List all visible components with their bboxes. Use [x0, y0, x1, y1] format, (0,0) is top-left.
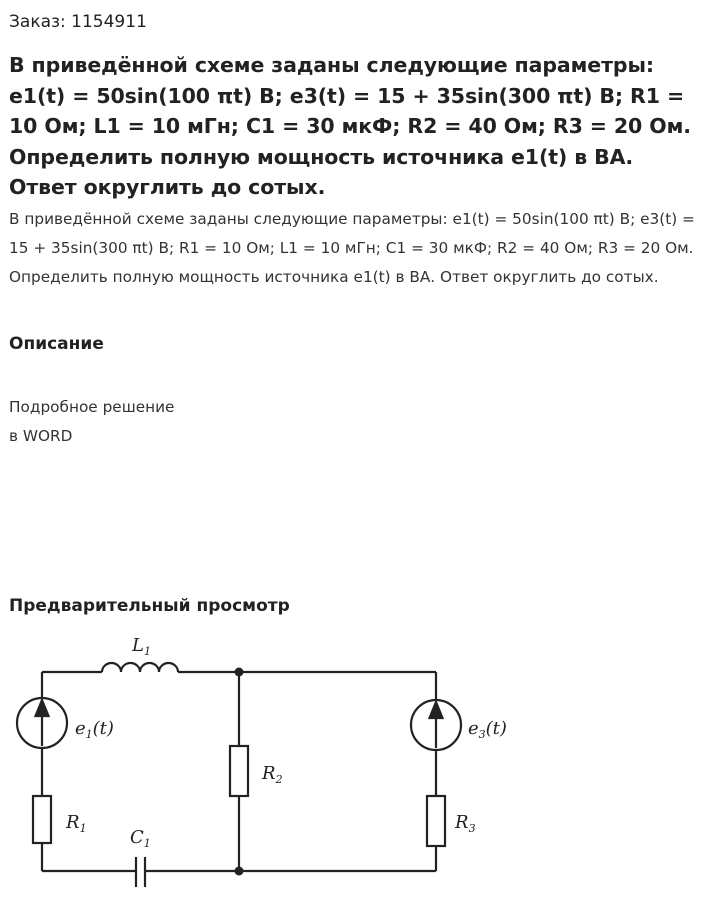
problem-description: В приведённой схеме заданы следующие пар… [9, 210, 695, 286]
resistor-r1 [31, 794, 53, 845]
label-e1: e1(t) [75, 718, 114, 741]
description-line-2: в WORD [9, 427, 73, 445]
resistor-r2 [228, 744, 250, 798]
source-e3-arrow-head [427, 699, 445, 720]
order-number: Заказ: 1154911 [9, 12, 147, 32]
label-r3: R3 [454, 812, 476, 835]
label-e3: e3(t) [468, 718, 507, 741]
label-l1: L1 [131, 635, 151, 658]
description-body: Подробное решение в WORD [9, 393, 174, 451]
description-heading: Описание [9, 334, 104, 354]
circuit-diagram: L1 e1(t) R1 C1 R2 e3(t) R3 [15, 635, 507, 887]
inductor-l1 [100, 661, 180, 673]
source-e1-arrow-head [33, 697, 51, 718]
resistor-r3 [425, 794, 447, 848]
label-r2: R2 [261, 763, 283, 786]
preview-heading: Предварительный просмотр [9, 596, 290, 616]
description-line-1: Подробное решение [9, 398, 175, 416]
label-c1: C1 [130, 827, 151, 850]
page-title: В приведённой схеме заданы следующие пар… [9, 53, 691, 199]
junction-bottom [234, 866, 244, 876]
junction-top [234, 667, 244, 677]
label-r1: R1 [65, 812, 87, 835]
